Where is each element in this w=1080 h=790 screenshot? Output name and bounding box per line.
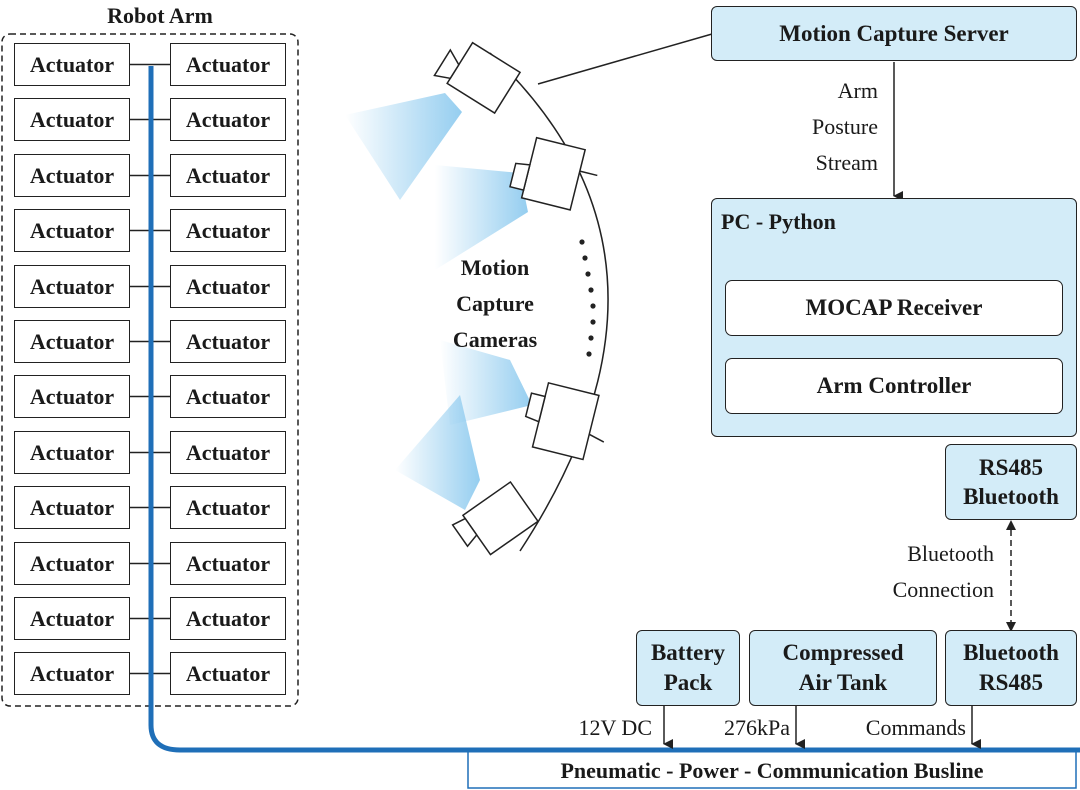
actuator-left-12: Actuator bbox=[14, 652, 130, 695]
label-commands: Commands bbox=[865, 715, 966, 740]
actuator-left-6: Actuator bbox=[14, 320, 130, 363]
rs485-bluetooth-top: RS485 Bluetooth bbox=[945, 444, 1077, 520]
actuator-left-10: Actuator bbox=[14, 542, 130, 585]
actuator-left-1: Actuator bbox=[14, 43, 130, 86]
camera-1-icon bbox=[433, 41, 522, 115]
arm-controller-box: Arm Controller bbox=[725, 358, 1063, 414]
actuator-right-5: Actuator bbox=[170, 265, 286, 308]
mocap-receiver-box: MOCAP Receiver bbox=[725, 280, 1063, 336]
camera-4-icon bbox=[451, 480, 540, 556]
actuator-left-5: Actuator bbox=[14, 265, 130, 308]
bus-main-line bbox=[148, 66, 1080, 753]
actuator-left-4: Actuator bbox=[14, 209, 130, 252]
camera-2-icon bbox=[509, 136, 598, 211]
more-cameras-dots bbox=[579, 239, 596, 357]
label-12v-dc: 12V DC bbox=[578, 715, 652, 740]
camera-rig-arc bbox=[489, 52, 609, 552]
label-276kpa: 276kPa bbox=[724, 715, 790, 740]
actuator-right-8: Actuator bbox=[170, 431, 286, 474]
actuator-left-9: Actuator bbox=[14, 486, 130, 529]
busline-label: Pneumatic - Power - Communication Buslin… bbox=[560, 758, 984, 783]
camera-3-icon bbox=[524, 381, 605, 461]
actuator-right-11: Actuator bbox=[170, 597, 286, 640]
actuator-right-6: Actuator bbox=[170, 320, 286, 363]
camera-beams bbox=[345, 93, 532, 510]
actuator-right-2: Actuator bbox=[170, 98, 286, 141]
robot-arm-title: Robot Arm bbox=[107, 3, 213, 28]
battery-pack: Battery Pack bbox=[636, 630, 740, 706]
actuator-left-3: Actuator bbox=[14, 154, 130, 197]
cameras-label: Motion Capture Cameras bbox=[452, 255, 538, 352]
stream-label: Arm Posture Stream bbox=[812, 78, 878, 175]
actuator-right-7: Actuator bbox=[170, 375, 286, 418]
pc-title: PC - Python bbox=[721, 209, 836, 234]
actuator-left-7: Actuator bbox=[14, 375, 130, 418]
server-link-line bbox=[537, 33, 713, 85]
actuator-right-1: Actuator bbox=[170, 43, 286, 86]
actuator-left-8: Actuator bbox=[14, 431, 130, 474]
bluetooth-connection-label: Bluetooth Connection bbox=[892, 541, 994, 602]
actuator-right-10: Actuator bbox=[170, 542, 286, 585]
bluetooth-rs485-bottom: Bluetooth RS485 bbox=[945, 630, 1077, 706]
actuator-left-2: Actuator bbox=[14, 98, 130, 141]
actuator-right-9: Actuator bbox=[170, 486, 286, 529]
motion-capture-server: Motion Capture Server bbox=[711, 6, 1077, 61]
busline-box bbox=[467, 749, 1077, 789]
actuator-left-11: Actuator bbox=[14, 597, 130, 640]
actuator-right-12: Actuator bbox=[170, 652, 286, 695]
actuator-right-3: Actuator bbox=[170, 154, 286, 197]
compressed-air-tank: Compressed Air Tank bbox=[749, 630, 937, 706]
actuator-right-4: Actuator bbox=[170, 209, 286, 252]
